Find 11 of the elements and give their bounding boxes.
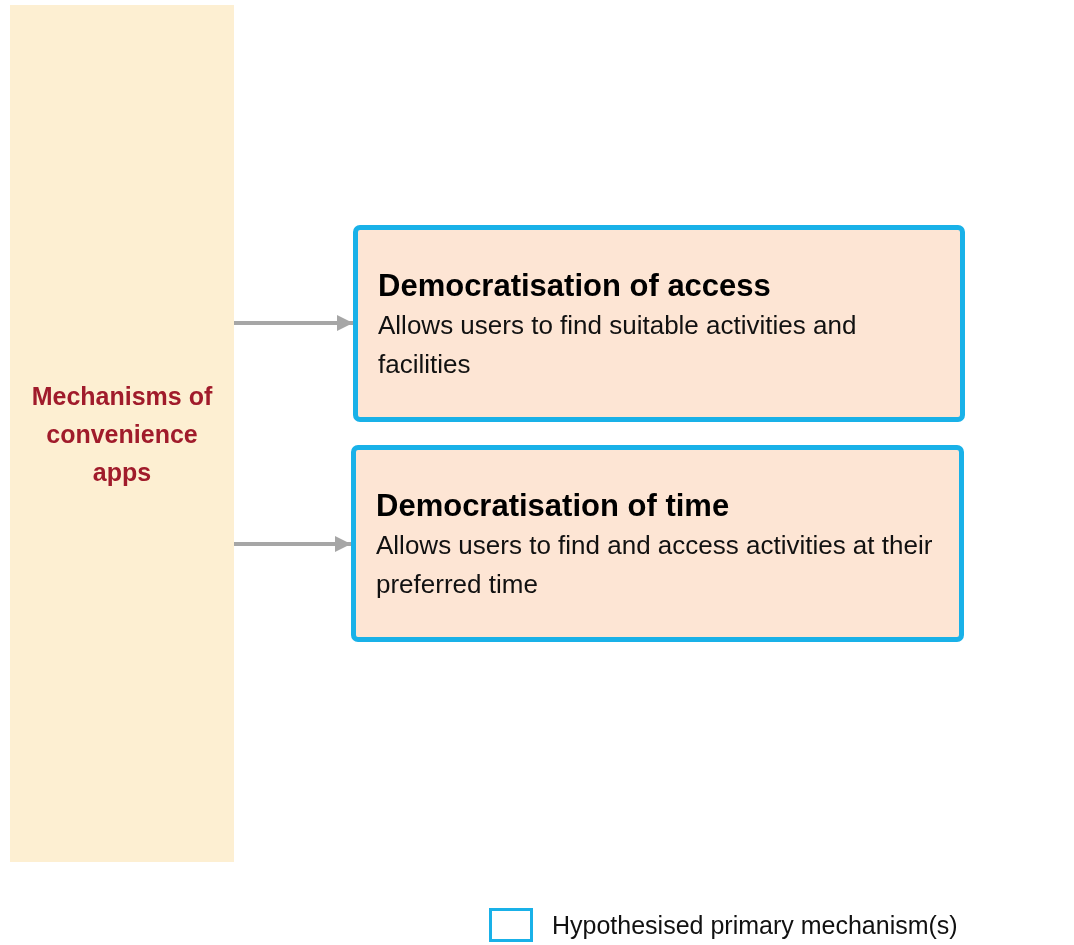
arrow bbox=[234, 536, 351, 552]
arrow bbox=[234, 315, 353, 331]
mechanism-card bbox=[351, 445, 964, 642]
mechanism-card bbox=[353, 225, 965, 422]
card-description: Allows users to find and access activities at their preferred time bbox=[376, 529, 934, 601]
card-heading: Democratisation of time bbox=[376, 487, 731, 525]
category-band bbox=[10, 5, 234, 862]
legend-label: Hypothesised primary mechanism(s) bbox=[552, 910, 958, 941]
card-heading: Democratisation of access bbox=[378, 267, 772, 305]
card-description: Allows users to find suitable activities and facilities bbox=[378, 309, 858, 381]
band-label: Mechanisms of convenience apps bbox=[31, 380, 213, 488]
